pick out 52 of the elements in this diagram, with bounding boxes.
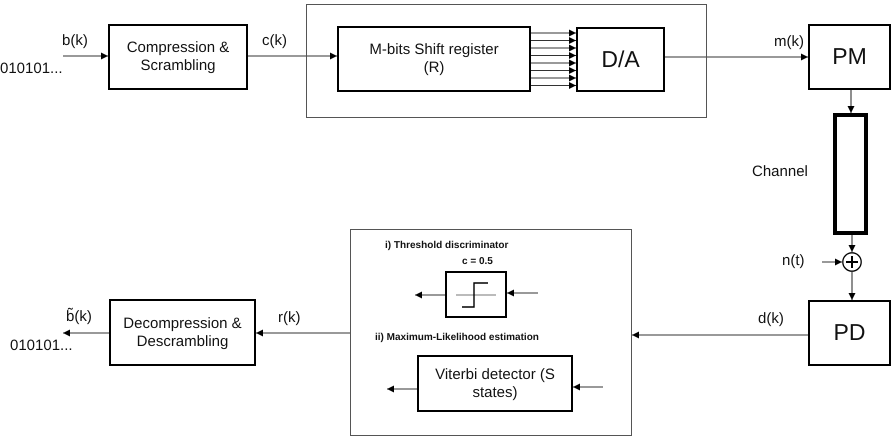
edge-label: d(k): [758, 311, 784, 328]
edge-label: n(t): [782, 253, 804, 270]
arrow: [665, 54, 808, 60]
arrow: [531, 44, 576, 52]
arrow: [531, 37, 576, 44]
module-frame: [350, 229, 632, 436]
bit-sequence-label: 010101...: [0, 60, 63, 78]
section-heading: i) Threshold discriminator: [385, 240, 508, 252]
box-label: D/A: [601, 46, 640, 74]
arrow: [531, 60, 576, 66]
arrow: [248, 52, 337, 60]
arrow: [387, 386, 417, 392]
arrow: [573, 384, 603, 390]
node-caption: Channel: [752, 163, 808, 180]
process-box: [109, 299, 256, 366]
process-box: [808, 300, 891, 366]
arrow: [63, 330, 109, 336]
edge-label: b̃(k): [66, 309, 92, 326]
arrow: [531, 52, 576, 59]
box-label: Decompression & Descrambling: [122, 314, 243, 350]
arrow: [256, 330, 350, 336]
section-heading: c = 0.5: [462, 256, 493, 268]
arrow: [531, 67, 576, 74]
channel-bar: [833, 113, 868, 235]
process-box: [808, 24, 891, 90]
arrow: [63, 52, 108, 60]
arrow: [531, 82, 576, 89]
edge-label: c(k): [262, 33, 287, 50]
arrow: [822, 258, 842, 266]
box-label: PD: [834, 319, 866, 347]
process-box: [417, 355, 573, 412]
edge-label: m(k): [774, 34, 804, 50]
box-label: Compression & Scrambling: [126, 39, 230, 75]
process-box: [337, 26, 531, 92]
box-label: Viterbi detector (S states): [434, 366, 556, 402]
arrow: [531, 30, 576, 36]
box-label: M-bits Shift register (R): [369, 41, 499, 77]
arrow: [507, 290, 538, 296]
edge-label: b(k): [62, 33, 88, 50]
bit-sequence-label: 010101...: [10, 337, 73, 355]
arrow: [531, 74, 576, 82]
module-frame: [306, 4, 707, 118]
box-label: PM: [832, 43, 867, 71]
arrow: [848, 235, 856, 252]
edge-label: r(k): [278, 310, 300, 326]
arrow: [632, 332, 808, 338]
arrow: [848, 272, 856, 300]
process-box: [576, 27, 665, 92]
arrow: [415, 292, 445, 298]
arrow: [848, 90, 854, 113]
process-box: [108, 24, 248, 90]
section-heading: ii) Maximum-Likelihood estimation: [375, 332, 539, 344]
